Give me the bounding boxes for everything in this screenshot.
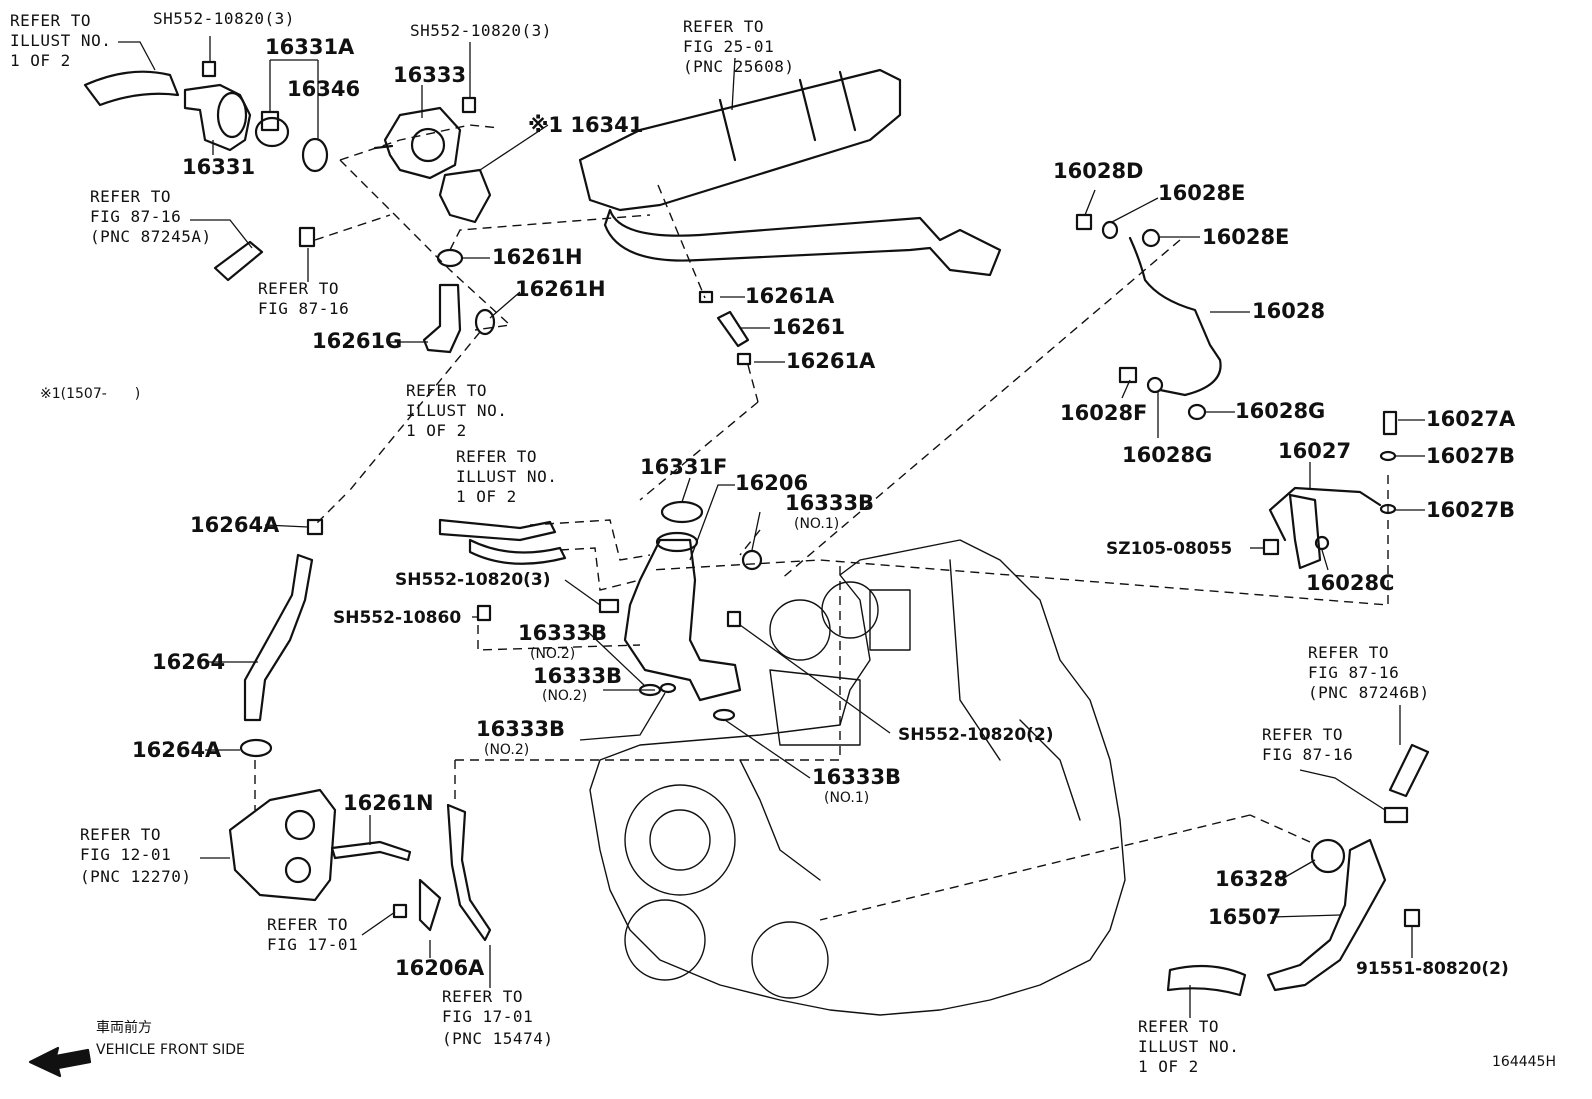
refer-fig12-01: REFER TO FIG 12-01 (PNC 12270) (80, 825, 191, 886)
label-16028E-a: 16028E (1158, 181, 1245, 205)
label-16027A: 16027A (1426, 407, 1516, 431)
label-16264: 16264 (152, 650, 225, 674)
label-sh552-10820-3-b: SH552-10820(3) (410, 21, 552, 40)
label-sh552-10820-3-a: SH552-10820(3) (153, 9, 295, 28)
label-16331: 16331 (182, 155, 255, 179)
label-sh552-10820-3-c: SH552-10820(3) (395, 570, 551, 590)
label-16027: 16027 (1278, 439, 1351, 463)
refer-illust-mid-a: REFER TO ILLUST NO. 1 OF 2 (406, 381, 517, 440)
label-16261A-a: 16261A (745, 284, 835, 308)
label-16261N: 16261N (343, 791, 434, 815)
label-16261H-b: 16261H (515, 277, 606, 301)
label-16028G-b: 16028G (1122, 443, 1212, 467)
label-16507: 16507 (1208, 905, 1281, 929)
label-91551-80820-2: 91551-80820(2) (1356, 959, 1509, 979)
label-16346: 16346 (287, 77, 360, 101)
refer-fig17-01-b: REFER TO FIG 17-01 (PNC 15474) (442, 987, 553, 1048)
label-16331F: 16331F (640, 455, 727, 479)
label-16333B-no1-b: 16333B (812, 765, 901, 789)
front-arrow-icon (28, 1046, 92, 1078)
thermostat-housing-16333 (383, 106, 462, 180)
refer-illust-top-left: REFER TO ILLUST NO. 1 OF 2 (10, 11, 121, 70)
refer-illust-bottom: REFER TO ILLUST NO. 1 OF 2 (1138, 1017, 1249, 1076)
label-16261G: 16261G (312, 329, 402, 353)
water-outlet-16206 (623, 538, 742, 702)
label-16028F: 16028F (1060, 401, 1147, 425)
pipe-16028 (1128, 236, 1222, 397)
label-16328: 16328 (1215, 867, 1288, 891)
label-16331A: 16331A (265, 35, 355, 59)
hose-16261G (422, 283, 462, 354)
water-pump-cover (228, 788, 337, 902)
label-no2-b: (NO.2) (542, 688, 587, 704)
label-16333B-no2-b: 16333B (533, 664, 622, 688)
label-sh552-10860: SH552-10860 (333, 608, 461, 628)
label-16333B-no1-a: 16333B (785, 491, 874, 515)
egr-cooler (578, 68, 902, 212)
label-no2-a: (NO.2) (530, 646, 575, 662)
label-16333B-no2-a: 16333B (518, 621, 607, 645)
label-16206A: 16206A (395, 956, 485, 980)
dashed-lines (254, 124, 1389, 921)
label-16028G-a: 16028G (1235, 399, 1325, 423)
refer-fig87-16-b: REFER TO FIG 87-16 (258, 279, 349, 318)
refer-fig87-16-c: REFER TO FIG 87-16 (PNC 87246B) (1308, 643, 1430, 702)
water-inlet-16331 (183, 83, 252, 152)
label-no1-a: (NO.1) (794, 516, 839, 532)
label-16261A-b: 16261A (786, 349, 876, 373)
label-16028C: 16028C (1306, 571, 1394, 595)
label-16264A-a: 16264A (190, 513, 280, 537)
label-front-jp: 車両前方 (96, 1019, 152, 1036)
label-16264A-b: 16264A (132, 738, 222, 762)
label-front-en: VEHICLE FRONT SIDE (96, 1042, 245, 1058)
refer-fig25-01: REFER TO FIG 25-01 (PNC 25608) (683, 17, 794, 76)
diagram-code: 164445H (1492, 1054, 1556, 1070)
label-no1-b: (NO.1) (824, 790, 869, 806)
label-16028D: 16028D (1053, 159, 1144, 183)
leader-lines (118, 36, 1425, 1018)
refer-fig87-16-a: REFER TO FIG 87-16 (PNC 87245A) (90, 187, 212, 246)
label-16261: 16261 (772, 315, 845, 339)
refer-fig87-16-d: REFER TO FIG 87-16 (1262, 725, 1353, 764)
label-16206: 16206 (735, 471, 808, 495)
labels: REFER TO ILLUST NO. 1 OF 2 SH552-10820(3… (10, 9, 1556, 1076)
label-16341: ※1 16341 (528, 113, 643, 137)
refer-illust-mid-b: REFER TO ILLUST NO. 1 OF 2 (456, 447, 567, 506)
inlet-pipe-16507 (1266, 838, 1387, 992)
label-no2-c: (NO.2) (484, 742, 529, 758)
label-16333B-no2-c: 16333B (476, 717, 565, 741)
label-16027B-a: 16027B (1426, 444, 1515, 468)
hose-16264 (243, 553, 314, 722)
label-16028E-b: 16028E (1202, 225, 1289, 249)
label-sh552-10820-2: SH552-10820(2) (898, 725, 1054, 745)
label-16028: 16028 (1252, 299, 1325, 323)
hose-top-left (83, 70, 180, 107)
refer-fig17-01-a: REFER TO FIG 17-01 (267, 915, 358, 954)
note-1507: ※1(1507- ) (40, 386, 140, 402)
label-sz105-08055: SZ105-08055 (1106, 539, 1232, 559)
engine-block (589, 539, 1126, 1016)
pipe-16027 (1268, 486, 1382, 542)
label-16027B-b: 16027B (1426, 498, 1515, 522)
part-outlines (28, 60, 1430, 1078)
label-16333: 16333 (393, 63, 466, 87)
label-16261H-a: 16261H (492, 245, 583, 269)
